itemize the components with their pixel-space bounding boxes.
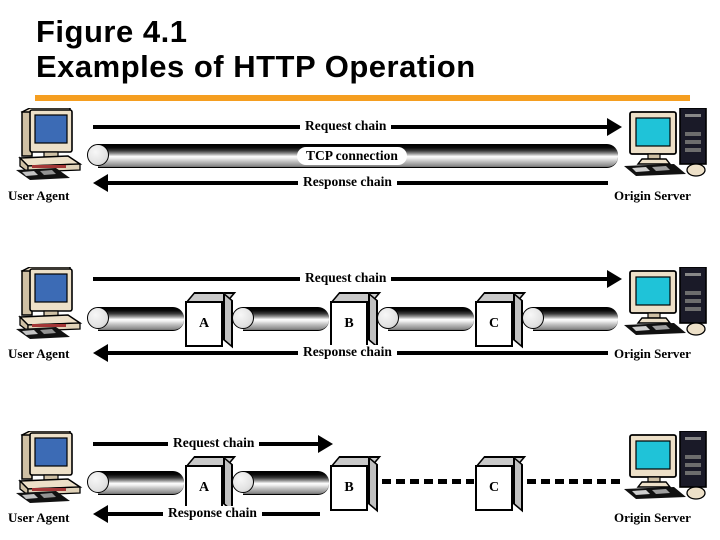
user-agent-label: User Agent xyxy=(8,346,70,361)
intermediary-node-c: C xyxy=(475,292,527,349)
intermediary-label-c: C xyxy=(475,465,513,511)
intermediary-node-a: A xyxy=(185,456,237,513)
user-agent-label: User Agent xyxy=(8,188,70,203)
desktop-computer-icon xyxy=(8,431,92,503)
intermediary-label-b: B xyxy=(330,465,368,511)
tunnel-dashed-link xyxy=(382,479,474,484)
server-computer-icon xyxy=(622,431,714,503)
request-chain-arrowhead xyxy=(607,270,622,288)
intermediary-node-b: B xyxy=(330,292,382,349)
link-segment-cap xyxy=(87,471,109,493)
server-computer-icon xyxy=(622,267,714,339)
intermediary-node-b: B xyxy=(330,456,382,513)
link-segment-cap xyxy=(232,307,254,329)
link-segment-cap xyxy=(87,307,109,329)
intermediary-node-c: C xyxy=(475,456,527,513)
request-chain-arrowhead xyxy=(318,435,333,453)
origin-server-label: Origin Server xyxy=(614,346,691,361)
link-segment xyxy=(533,307,618,331)
title-line-2: Examples of HTTP Operation xyxy=(36,49,476,84)
title-line-1: Figure 4.1 xyxy=(36,14,188,49)
request-chain-arrowhead xyxy=(607,118,622,136)
tcp-connection-label: TCP connection xyxy=(297,147,407,165)
diagram-three-intermediaries: User Agent Request chain A B C xyxy=(0,262,720,372)
diagram-direct-connection: User Agent Request chain TCP connection … xyxy=(0,108,720,213)
link-segment xyxy=(388,307,474,331)
intermediary-label-a: A xyxy=(185,301,223,347)
response-chain-arrowhead xyxy=(93,505,108,523)
response-chain-label: Response chain xyxy=(298,175,397,189)
request-chain-label: Request chain xyxy=(300,119,392,133)
user-agent-label: User Agent xyxy=(8,510,70,525)
link-segment xyxy=(98,307,184,331)
link-segment-cap xyxy=(522,307,544,329)
origin-server-label: Origin Server xyxy=(614,188,691,203)
page-title: Figure 4.1 Examples of HTTP Operation xyxy=(36,14,696,84)
intermediary-node-a: A xyxy=(185,292,237,349)
request-chain-label: Request chain xyxy=(300,271,392,285)
link-segment-cap xyxy=(377,307,399,329)
intermediary-label-b: B xyxy=(330,301,368,347)
title-underline-rule xyxy=(35,95,690,101)
tunnel-dashed-link xyxy=(527,479,623,484)
link-segment-cap xyxy=(232,471,254,493)
response-chain-arrowhead xyxy=(93,174,108,192)
link-segment xyxy=(243,471,329,495)
tcp-pipe-left-cap xyxy=(87,144,109,166)
cube-side-face xyxy=(368,456,378,513)
diagram-intermediaries-with-tunnel: User Agent Request chain A B C xyxy=(0,428,720,540)
cube-side-face xyxy=(513,456,523,513)
intermediary-label-c: C xyxy=(475,301,513,347)
desktop-computer-icon xyxy=(8,267,92,339)
link-segment xyxy=(98,471,184,495)
request-chain-label: Request chain xyxy=(168,436,260,450)
server-computer-icon xyxy=(622,108,714,180)
desktop-computer-icon xyxy=(8,108,92,180)
origin-server-label: Origin Server xyxy=(614,510,691,525)
response-chain-arrowhead xyxy=(93,344,108,362)
link-segment xyxy=(243,307,329,331)
response-chain-label: Response chain xyxy=(163,506,262,520)
response-chain-label: Response chain xyxy=(298,345,397,359)
